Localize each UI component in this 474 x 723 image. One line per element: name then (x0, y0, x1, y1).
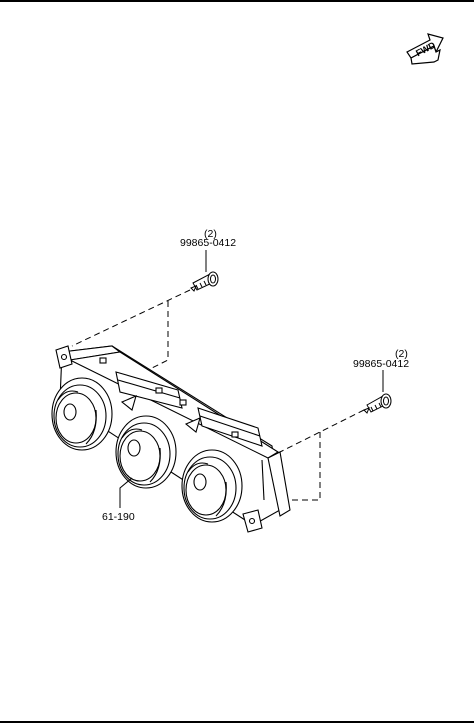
panel-part-number: 61-190 (102, 511, 135, 523)
fwd-arrow-icon: FWD (406, 33, 444, 65)
middle-knob (115, 415, 177, 489)
upper-screw-icon (190, 250, 219, 292)
leader-line-panel (119, 477, 133, 508)
right-screw-icon (363, 370, 392, 414)
right-knob (181, 449, 243, 523)
upper-screw-part-number: 99865-0412 (180, 237, 237, 249)
upper-screw-quantity: (2) (204, 228, 217, 240)
right-screw-quantity: (2) (395, 348, 408, 360)
right-screw-part-number: 99865-0412 (353, 358, 410, 370)
climate-control-panel (51, 345, 291, 533)
left-knob (51, 377, 113, 451)
